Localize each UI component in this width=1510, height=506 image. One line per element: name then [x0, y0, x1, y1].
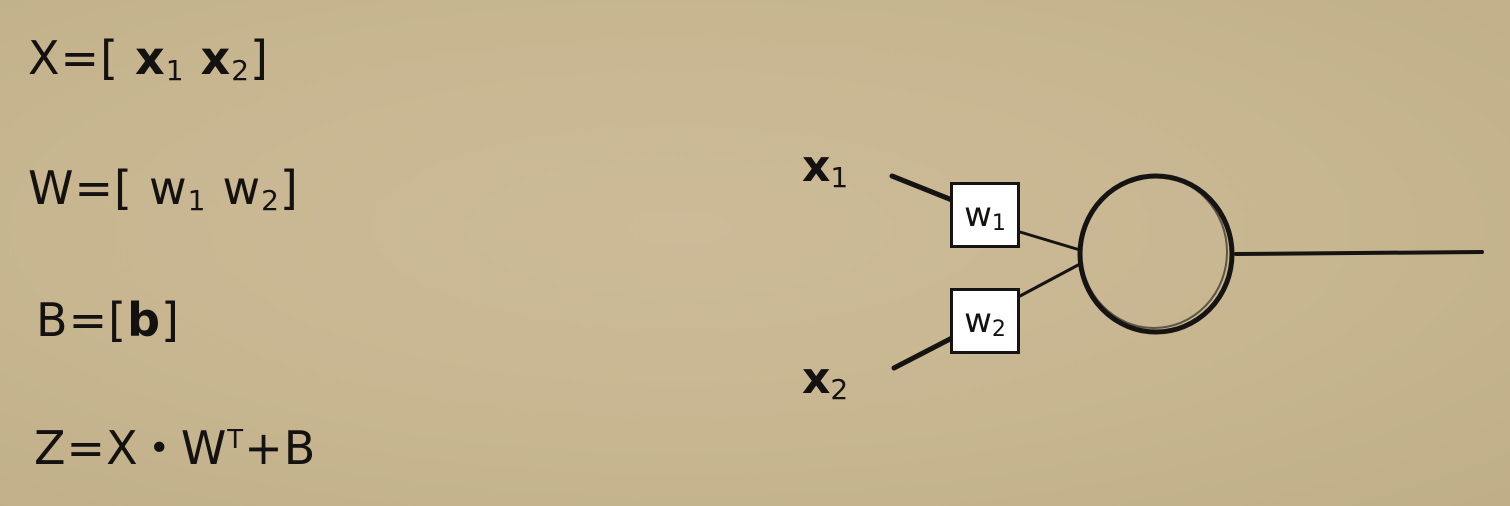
neuron-circle — [1077, 173, 1235, 335]
output-edge — [1234, 250, 1484, 256]
input1-to-weight1-edge — [889, 173, 955, 203]
input2-to-weight2-edge — [891, 335, 955, 371]
input-x1-label: x1 — [802, 141, 849, 194]
weight1-to-neuron-edge — [1018, 230, 1082, 252]
weight-w2-box: w2 — [950, 288, 1020, 354]
equation-b-vector: B=[b] — [36, 293, 180, 347]
equation-z: Z=X•WT+B — [34, 421, 317, 475]
input-x2-label: x2 — [802, 353, 849, 406]
neuron-circle-sketch — [1080, 175, 1228, 329]
weight-w1-box: w1 — [950, 182, 1020, 248]
weight2-to-neuron-edge — [1018, 262, 1082, 298]
